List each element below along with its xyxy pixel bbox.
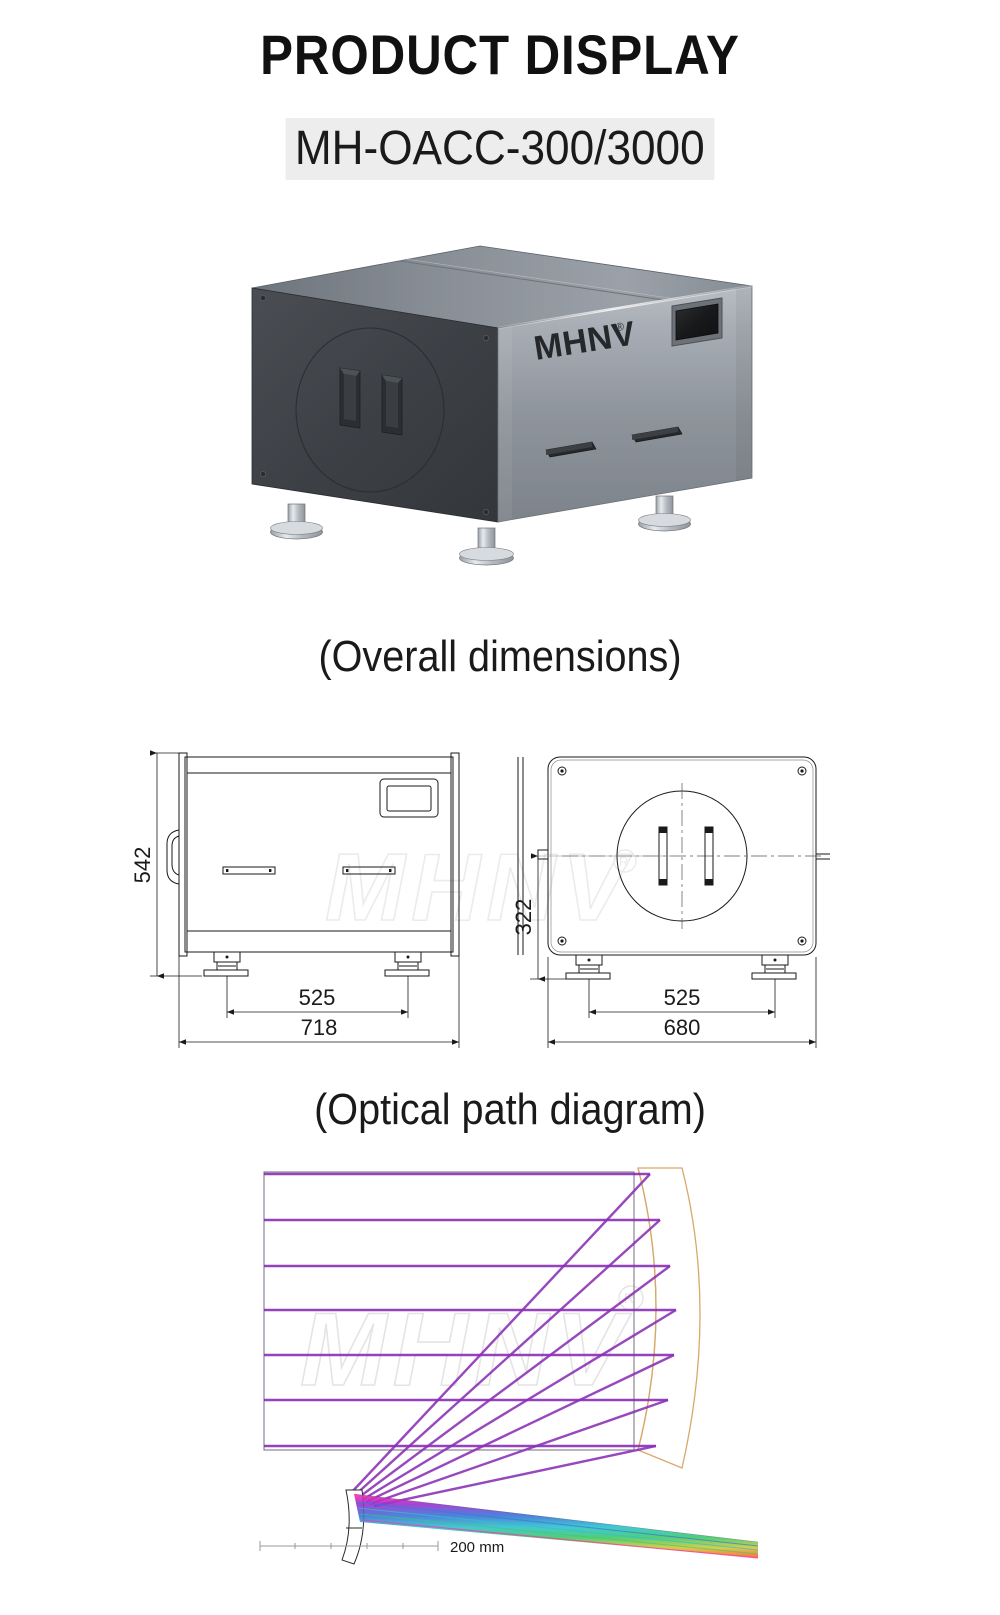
enclosure-end-panel: [251, 287, 499, 523]
dim-label-525-side: 525: [299, 985, 336, 1010]
dim-front-foot-span: [588, 979, 776, 1018]
technical-drawings: MHNV R: [110, 735, 890, 1065]
svg-text:®: ®: [615, 321, 625, 334]
dim-side-width: [178, 956, 460, 1048]
dim-side-height: [149, 750, 202, 979]
front-latches[interactable]: [545, 426, 683, 458]
dispersed-beam: [353, 1493, 759, 1559]
display-window[interactable]: [671, 297, 723, 347]
edge-highlight: [497, 284, 753, 330]
dimension-drawings: MHNV R: [130, 750, 830, 1048]
svg-text:R: R: [619, 854, 628, 869]
converging-rays: [349, 1173, 677, 1508]
dim-label-718: 718: [301, 1015, 338, 1040]
dim-label-542: 542: [130, 847, 155, 884]
dim-front-width: [547, 957, 817, 1048]
screw-icon: [260, 471, 266, 477]
scale-bar: [259, 1541, 439, 1551]
product-photo: MHNV ®: [230, 228, 770, 598]
lens-element: [637, 1167, 701, 1469]
dim-label-322: 322: [511, 899, 536, 936]
end-panel-handles[interactable]: [339, 367, 403, 436]
watermark: MHNV R: [324, 833, 637, 942]
optical-path-diagram: MHNV R: [250, 1150, 770, 1570]
page-title: PRODUCT DISPLAY: [260, 23, 740, 86]
model-number: MH-OACC-300/3000: [285, 118, 715, 180]
dim-label-680: 680: [664, 1015, 701, 1040]
svg-text:MHNV: MHNV: [325, 834, 633, 941]
screw-icon: [260, 295, 266, 301]
incident-rays: [264, 1172, 676, 1448]
scale-label: 200 mm: [450, 1539, 504, 1556]
optical-render: MHNV R: [259, 1167, 759, 1565]
screw-icon: [483, 335, 489, 341]
svg-text:R: R: [624, 1290, 634, 1306]
model-badge-wrap: MH-OACC-300/3000: [0, 118, 1000, 180]
dim-front-center-height: [530, 853, 682, 982]
dimensions-caption: (Overall dimensions): [318, 632, 682, 681]
screw-icon: [483, 509, 489, 515]
dim-label-525-front: 525: [664, 985, 701, 1010]
circular-access-port: [295, 327, 445, 493]
dim-side-foot-span: [226, 976, 409, 1018]
optical-caption: (Optical path diagram): [314, 1085, 706, 1134]
side-view-drawing: [166, 752, 460, 977]
product-render: MHNV ®: [251, 245, 753, 566]
leveling-feet: [270, 495, 691, 566]
